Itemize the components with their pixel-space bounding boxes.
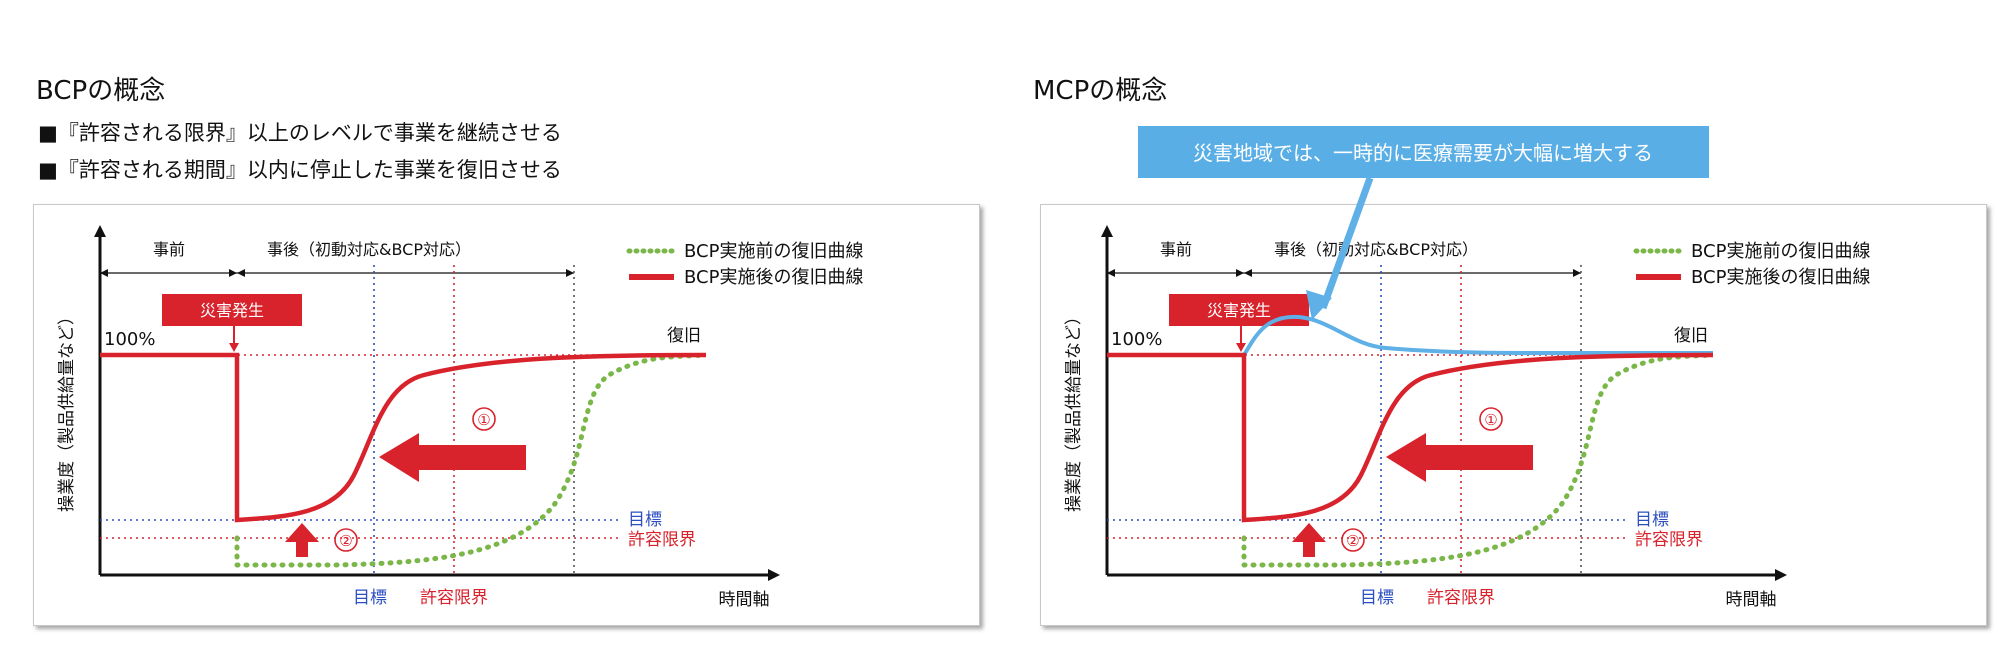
bcp-bullet-period: ■『許容される期間』以内に停止した事業を復旧させる <box>38 158 562 182</box>
curve-after-bcp <box>100 352 707 523</box>
phase-before-label: 事前 <box>153 240 185 259</box>
mcp-title: MCPの概念 <box>1033 76 1168 106</box>
recovery-label: 復旧 <box>1674 326 1708 346</box>
phase-before-arrow-right <box>1236 269 1244 277</box>
improvement-arrow-1 <box>379 433 526 482</box>
x-axis-arrowhead <box>1775 569 1787 581</box>
improvement-arrow-2 <box>285 523 319 557</box>
recovery-label: 復旧 <box>667 326 701 346</box>
phase-after-arrow-right <box>1573 269 1581 277</box>
improvement-arrow-2 <box>1292 523 1326 557</box>
disaster-label: 災害発生 <box>200 301 264 320</box>
marker-1-circle <box>472 407 496 431</box>
disaster-box <box>1169 294 1309 326</box>
mcp-chart: 操業度（製品供給量など）時間軸事前事後（初動対応&BCP対応）目標許容限界目標許… <box>1064 225 1870 610</box>
phase-after-arrow-right <box>566 269 574 277</box>
bcp-bullet-limit: ■『許容される限界』以上のレベルで事業を継続させる <box>38 121 562 145</box>
tolerance-level-label: 許容限界 <box>628 530 696 550</box>
bcp-title: BCPの概念 <box>36 76 166 106</box>
legend-before-label: BCP実施前の復旧曲線 <box>1691 241 1870 262</box>
y-axis-label: 操業度（製品供給量など） <box>1064 308 1084 512</box>
tolerance-time-label: 許容限界 <box>420 588 488 608</box>
phase-after-label: 事後（初動対応&BCP対応） <box>1274 240 1478 259</box>
bcp-chart-frame: 操業度（製品供給量など）時間軸事前事後（初動対応&BCP対応）目標許容限界目標許… <box>33 204 980 626</box>
phase-before-arrow-left <box>100 269 108 277</box>
tolerance-level-label: 許容限界 <box>1635 530 1703 550</box>
phase-after-label: 事後（初動対応&BCP対応） <box>267 240 471 259</box>
disaster-pointer-head <box>229 343 239 352</box>
mcp-chart-frame: 操業度（製品供給量など）時間軸事前事後（初動対応&BCP対応）目標許容限界目標許… <box>1040 204 1987 626</box>
phase-before-arrow-right <box>229 269 237 277</box>
target-level-label: 目標 <box>628 510 662 530</box>
phase-after-arrow-left <box>1244 269 1252 277</box>
level-100-label: 100% <box>1111 329 1162 350</box>
marker-1-circle <box>1479 407 1503 431</box>
improvement-arrow-1 <box>1386 433 1533 482</box>
marker-2-circle <box>334 528 358 552</box>
y-axis-label: 操業度（製品供給量など） <box>57 308 77 512</box>
x-axis-arrowhead <box>768 569 780 581</box>
x-axis-label: 時間軸 <box>1726 590 1777 610</box>
mcp-callout-text: 災害地域では、一時的に医療需要が大幅に増大する <box>1193 141 1653 165</box>
target-time-label: 目標 <box>353 588 387 608</box>
level-100-label: 100% <box>104 329 155 350</box>
tolerance-time-label: 許容限界 <box>1427 588 1495 608</box>
marker-2-circle <box>1341 528 1365 552</box>
marker-2-label: ② <box>1346 532 1359 550</box>
x-axis-label: 時間軸 <box>719 590 770 610</box>
curve-after-bcp <box>1107 352 1714 523</box>
legend-after-label: BCP実施後の復旧曲線 <box>684 267 863 288</box>
legend-before-label: BCP実施前の復旧曲線 <box>684 241 863 262</box>
target-time-label: 目標 <box>1360 588 1394 608</box>
disaster-box <box>162 294 302 326</box>
marker-1-label: ① <box>477 411 490 429</box>
phase-before-arrow-left <box>1107 269 1115 277</box>
target-level-label: 目標 <box>1635 510 1669 530</box>
y-axis-arrowhead <box>94 225 106 237</box>
curve-before-bcp <box>1241 352 1716 568</box>
curve-medical-demand <box>1107 314 1713 357</box>
phase-before-label: 事前 <box>1160 240 1192 259</box>
disaster-pointer-head <box>1236 343 1246 352</box>
marker-2-label: ② <box>339 532 352 550</box>
phase-after-arrow-left <box>237 269 245 277</box>
marker-1-label: ① <box>1484 411 1497 429</box>
legend-after-label: BCP実施後の復旧曲線 <box>1691 267 1870 288</box>
disaster-label: 災害発生 <box>1207 301 1271 320</box>
mcp-callout-box <box>1138 126 1709 178</box>
curve-before-bcp <box>234 352 709 568</box>
y-axis-arrowhead <box>1101 225 1113 237</box>
bcp-chart: 操業度（製品供給量など）時間軸事前事後（初動対応&BCP対応）目標許容限界目標許… <box>57 225 863 610</box>
